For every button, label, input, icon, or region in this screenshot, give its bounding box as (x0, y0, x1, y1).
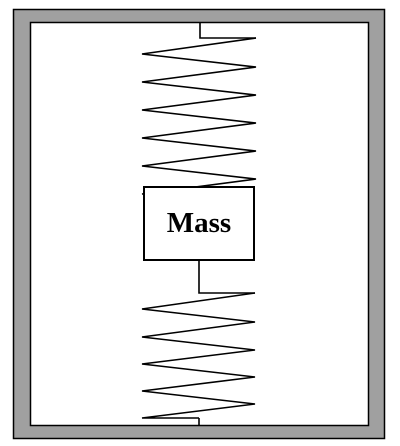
mass-box (143, 186, 255, 261)
bottom-spring (141, 260, 256, 425)
bottom-spring-lead (198, 260, 255, 294)
top-spring-lead (199, 23, 256, 39)
mass-block: Mass (143, 186, 255, 261)
top-spring-coils (141, 37, 257, 195)
bottom-spring-coils (141, 292, 256, 419)
mass-label: Mass (167, 207, 231, 239)
container-frame (12, 8, 386, 440)
